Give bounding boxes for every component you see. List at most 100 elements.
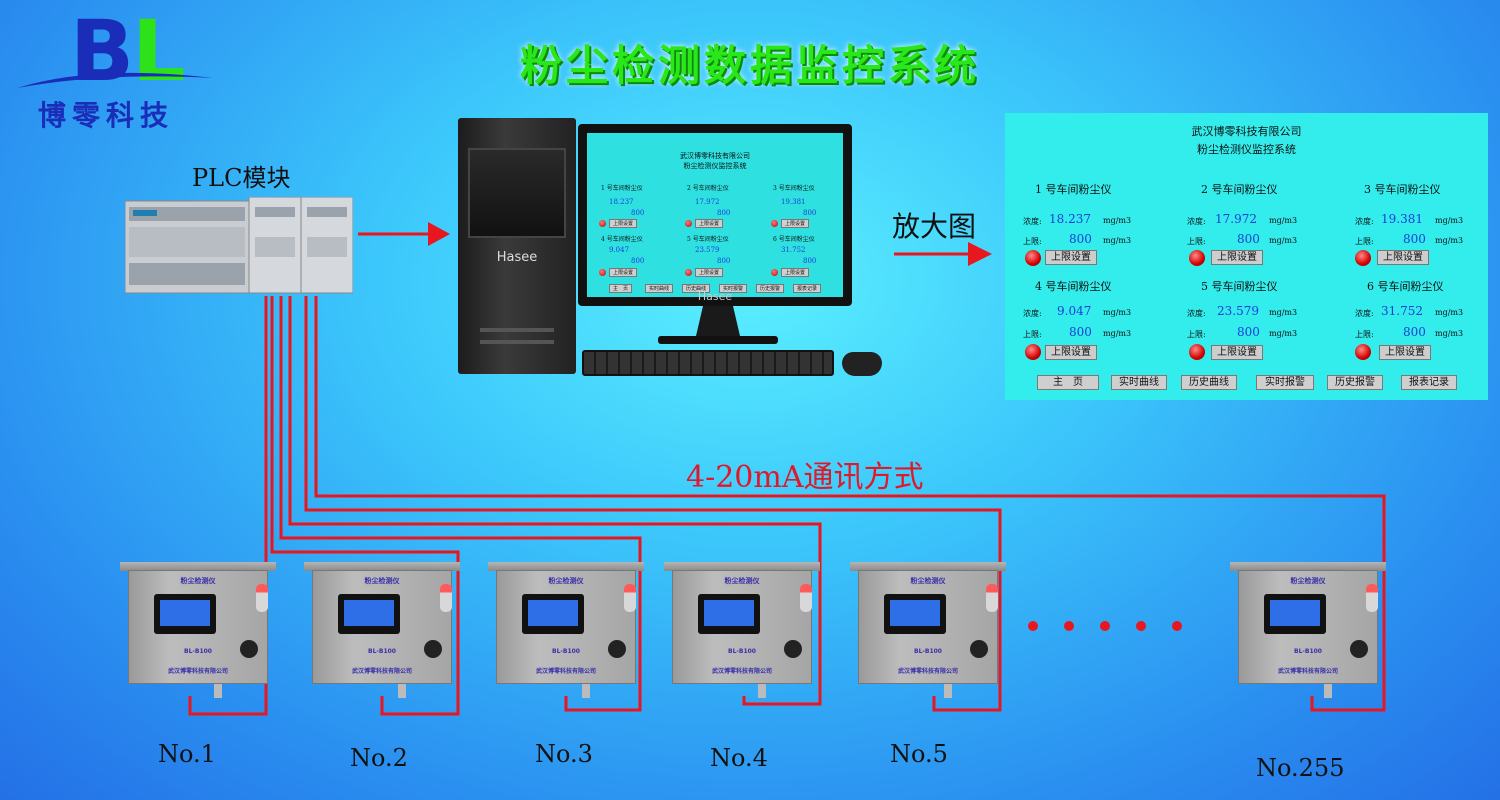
mini-conc-value: 31.752 xyxy=(781,246,806,254)
mini-alarm-icon xyxy=(685,220,692,227)
keyboard-icon xyxy=(582,350,834,376)
limit-unit: mg/m3 xyxy=(1435,329,1464,338)
limit-value: 800 xyxy=(1403,232,1426,246)
mini-alarm-icon xyxy=(599,220,606,227)
mini-company: 武汉博零科技有限公司 xyxy=(680,152,750,160)
mini-nav-home[interactable]: 主 页 xyxy=(609,284,633,293)
conc-value: 17.972 xyxy=(1215,212,1257,226)
mini-alarm-icon xyxy=(771,220,778,227)
mini-limit-button[interactable]: 上限设置 xyxy=(781,219,810,228)
enlarged-screen: 武汉博零科技有限公司 粉尘检测仪监控系统 1 号车间粉尘仪 2 号车间粉尘仪 3… xyxy=(1005,113,1488,400)
arrow-head-icon xyxy=(428,222,450,246)
conc-unit: mg/m3 xyxy=(1103,216,1132,225)
detector-title: 粉尘检测仪 xyxy=(724,577,760,585)
plc-module-icon xyxy=(125,197,353,294)
detector-maker: 武汉博零科技有限公司 xyxy=(711,668,772,675)
conc-label: 浓度: xyxy=(1023,309,1042,318)
detector-model: BL-B100 xyxy=(368,648,396,655)
detector-maker: 武汉博零科技有限公司 xyxy=(1277,668,1338,675)
mini-limit-button[interactable]: 上限设置 xyxy=(609,219,638,228)
detector-unit: 粉尘检测仪 BL-B100 武汉博零科技有限公司 xyxy=(304,562,460,698)
limit-setting-button[interactable]: 上限设置 xyxy=(1045,250,1097,265)
mini-device-name: 5 号车间粉尘仪 xyxy=(687,236,729,243)
mini-limit-button[interactable]: 上限设置 xyxy=(781,268,810,277)
limit-label: 上限: xyxy=(1187,330,1206,339)
monitor-screen: 武汉博零科技有限公司 粉尘检测仪监控系统 1 号车间粉尘仪 2 号车间粉尘仪 3… xyxy=(587,133,843,297)
nav-report[interactable]: 报表记录 xyxy=(1401,375,1457,390)
detector-title: 粉尘检测仪 xyxy=(548,577,584,585)
nav-history-curve[interactable]: 历史曲线 xyxy=(1181,375,1237,390)
key-switch-icon xyxy=(1350,640,1368,658)
nav-history-alarm[interactable]: 历史报警 xyxy=(1327,375,1383,390)
limit-setting-button[interactable]: 上限设置 xyxy=(1377,250,1429,265)
nav-home[interactable]: 主 页 xyxy=(1037,375,1099,390)
mini-limit-button[interactable]: 上限设置 xyxy=(609,268,638,277)
mini-limit-value: 800 xyxy=(803,257,817,265)
svg-text:L: L xyxy=(132,10,186,90)
ellipsis-dots-icon xyxy=(1028,621,1182,631)
limit-setting-button[interactable]: 上限设置 xyxy=(1045,345,1097,360)
mini-nav-report[interactable]: 报表记录 xyxy=(793,284,822,293)
detector-lcd-icon xyxy=(884,594,946,634)
monitor-brand: Hasee xyxy=(697,290,733,303)
conc-label: 浓度: xyxy=(1355,309,1374,318)
alarm-lamp-icon xyxy=(624,584,636,612)
key-switch-icon xyxy=(240,640,258,658)
mini-limit-button[interactable]: 上限设置 xyxy=(695,219,724,228)
mini-nav-realtime-curve[interactable]: 实时曲线 xyxy=(645,284,674,293)
nav-realtime-alarm[interactable]: 实时报警 xyxy=(1256,375,1314,390)
pc-drive-bay xyxy=(468,148,566,238)
nav-realtime-curve[interactable]: 实时曲线 xyxy=(1111,375,1167,390)
detector-lcd-icon xyxy=(698,594,760,634)
pc-slot xyxy=(480,328,554,332)
key-switch-icon xyxy=(970,640,988,658)
detector-lcd-icon xyxy=(1264,594,1326,634)
nozzle-icon xyxy=(214,684,222,698)
mini-device-name: 6 号车间粉尘仪 xyxy=(773,236,815,243)
conc-value: 19.381 xyxy=(1381,212,1423,226)
limit-label: 上限: xyxy=(1187,237,1206,246)
mini-limit-value: 800 xyxy=(631,257,645,265)
limit-label: 上限: xyxy=(1355,237,1374,246)
nozzle-icon xyxy=(944,684,952,698)
detector-model: BL-B100 xyxy=(1294,648,1322,655)
detector-maker: 武汉博零科技有限公司 xyxy=(897,668,958,675)
limit-value: 800 xyxy=(1403,325,1426,339)
unit-label: No.255 xyxy=(1256,754,1345,782)
detector-maker: 武汉博零科技有限公司 xyxy=(351,668,412,675)
mini-limit-value: 800 xyxy=(717,209,731,217)
limit-setting-button[interactable]: 上限设置 xyxy=(1211,345,1263,360)
mini-nav-history-alarm[interactable]: 历史报警 xyxy=(756,284,785,293)
conc-label: 浓度: xyxy=(1187,309,1206,318)
detector-maker: 武汉博零科技有限公司 xyxy=(535,668,596,675)
key-switch-icon xyxy=(784,640,802,658)
pc-tower: Hasee xyxy=(458,118,576,374)
limit-unit: mg/m3 xyxy=(1103,329,1132,338)
detector-maker: 武汉博零科技有限公司 xyxy=(167,668,228,675)
detector-lcd-icon xyxy=(154,594,216,634)
mini-conc-value: 23.579 xyxy=(695,246,720,254)
mini-nav-realtime-alarm[interactable]: 实时报警 xyxy=(719,284,748,293)
conc-value: 23.579 xyxy=(1217,304,1259,318)
mini-nav-history-curve[interactable]: 历史曲线 xyxy=(682,284,711,293)
limit-value: 800 xyxy=(1069,325,1092,339)
limit-value: 800 xyxy=(1237,325,1260,339)
monitor: 武汉博零科技有限公司 粉尘检测仪监控系统 1 号车间粉尘仪 2 号车间粉尘仪 3… xyxy=(578,124,852,306)
mini-device-name: 3 号车间粉尘仪 xyxy=(773,185,815,192)
detector-model: BL-B100 xyxy=(914,648,942,655)
limit-unit: mg/m3 xyxy=(1103,236,1132,245)
alarm-lamp-icon xyxy=(800,584,812,612)
detector-title: 粉尘检测仪 xyxy=(1290,577,1326,585)
limit-label: 上限: xyxy=(1355,330,1374,339)
detector-title: 粉尘检测仪 xyxy=(910,577,946,585)
key-switch-icon xyxy=(608,640,626,658)
limit-setting-button[interactable]: 上限设置 xyxy=(1379,345,1431,360)
conc-value: 9.047 xyxy=(1057,304,1092,318)
detector-title: 粉尘检测仪 xyxy=(364,577,400,585)
logo-text: 博零科技 xyxy=(38,99,175,132)
nozzle-icon xyxy=(398,684,406,698)
conc-label: 浓度: xyxy=(1355,217,1374,226)
company-name: 武汉博零科技有限公司 xyxy=(1191,125,1302,138)
limit-setting-button[interactable]: 上限设置 xyxy=(1211,250,1263,265)
mini-limit-button[interactable]: 上限设置 xyxy=(695,268,724,277)
